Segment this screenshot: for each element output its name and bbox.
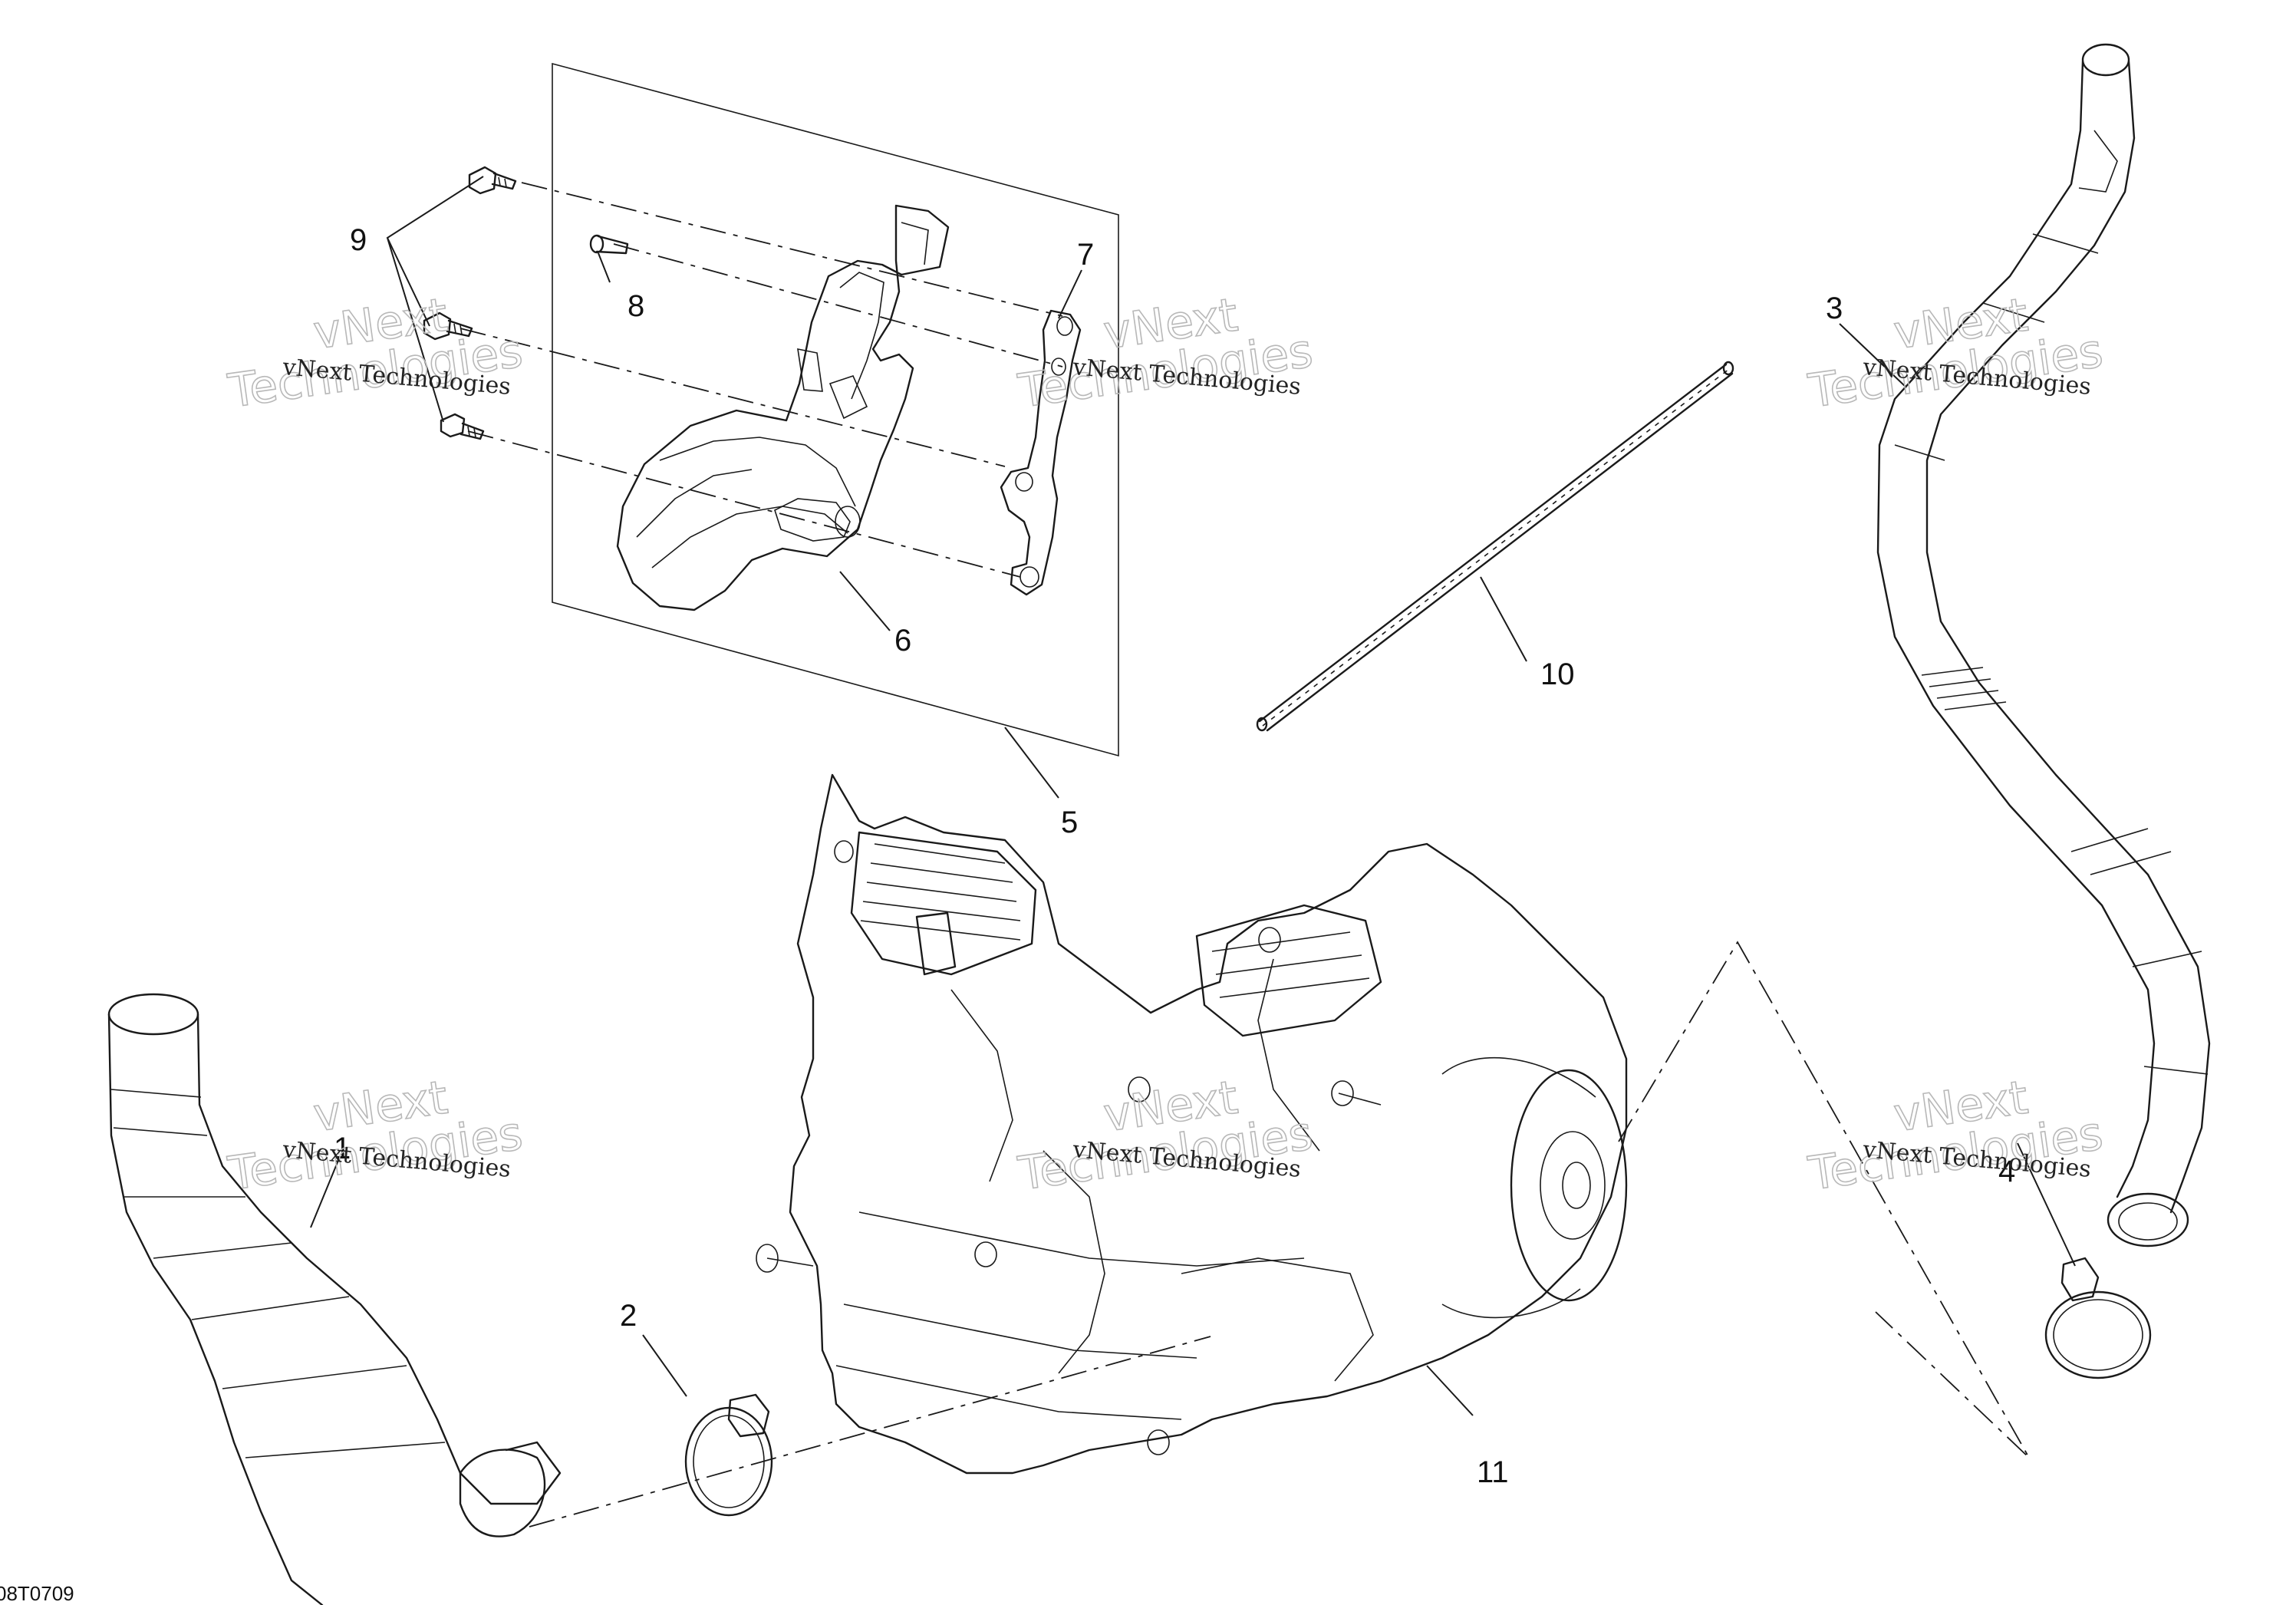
callout-labels: 1 2 3 4 5 6 7 8 9 10 11 xyxy=(334,223,2015,1489)
screw-lower xyxy=(440,413,485,440)
engine-assembly xyxy=(756,773,1628,1475)
callout-3: 3 xyxy=(1826,292,1843,325)
callout-7: 7 xyxy=(1077,238,1094,272)
callout-9: 9 xyxy=(350,223,367,257)
callout-5: 5 xyxy=(1061,806,1078,839)
bracket-kit-panel xyxy=(552,62,1119,757)
drive-chain xyxy=(1256,361,1734,732)
screw-upper xyxy=(468,166,517,195)
hose-clamp-left xyxy=(684,1393,773,1517)
bracket-plate xyxy=(1000,309,1082,596)
pin xyxy=(589,234,629,255)
callout-1: 1 xyxy=(334,1132,351,1165)
callout-10: 10 xyxy=(1540,657,1575,691)
callout-6: 6 xyxy=(894,624,911,657)
leader-lines xyxy=(310,176,2076,1416)
hose-clamp-right xyxy=(2044,1257,2152,1379)
inlet-hose xyxy=(107,993,562,1605)
chain-guard xyxy=(616,204,950,611)
callout-11: 11 xyxy=(1477,1455,1509,1489)
outlet-hose xyxy=(1876,43,2211,1247)
callout-8: 8 xyxy=(628,289,644,323)
callout-2: 2 xyxy=(620,1299,637,1333)
watermark-1: vNext Technologies xyxy=(224,288,526,420)
alignment-lines xyxy=(460,182,2030,1528)
drawing-code: 08T0709 xyxy=(0,1582,74,1605)
callout-4: 4 xyxy=(1998,1155,2015,1188)
screw-middle xyxy=(423,311,473,341)
